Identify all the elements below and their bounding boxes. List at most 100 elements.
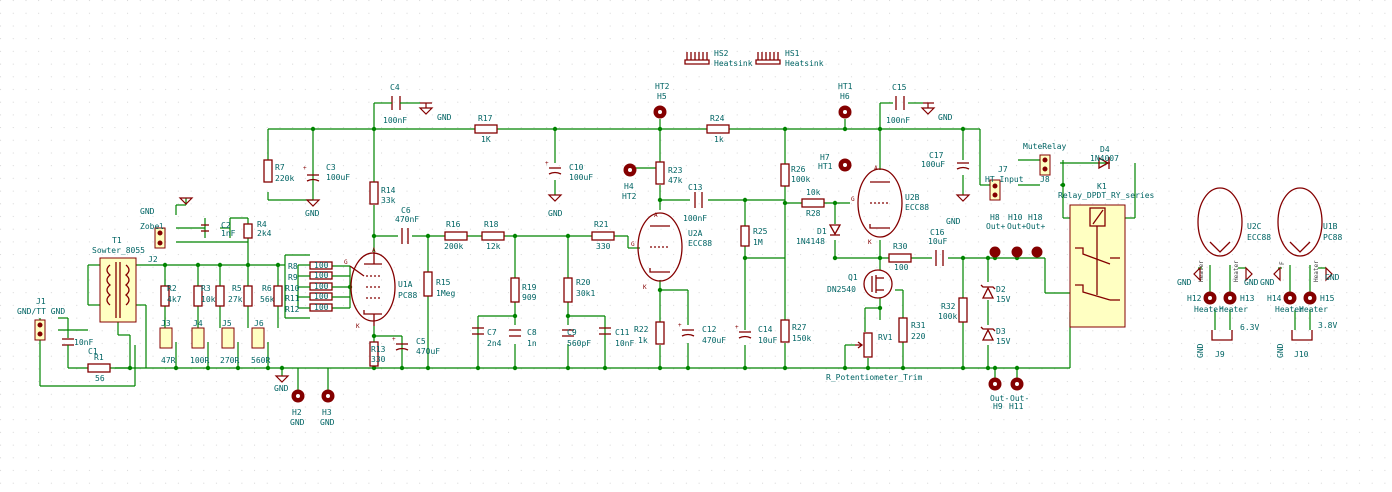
- resistor-r2[interactable]: R2 4k7: [160, 284, 182, 307]
- resistor-r32[interactable]: R32 100k: [938, 297, 968, 323]
- c12-value: 470uF: [702, 336, 726, 345]
- resistor-r15[interactable]: R15 1Meg: [423, 271, 455, 298]
- resistor-r27[interactable]: R27 150k: [780, 319, 811, 343]
- connector-j6[interactable]: J6 560R: [251, 319, 270, 365]
- d3-value: 15V: [996, 337, 1011, 346]
- hole-h12[interactable]: H12: [1187, 291, 1217, 305]
- resistor-r19[interactable]: R19 909: [510, 277, 537, 303]
- capacitor-c13[interactable]: C13 100nF: [683, 183, 707, 223]
- heatsink-hs2[interactable]: HS2 Heatsink: [684, 49, 753, 68]
- capacitor-c8[interactable]: C8 1n: [509, 328, 537, 348]
- connector-j5[interactable]: J5 270R: [220, 319, 239, 365]
- hole-h6[interactable]: HT1 H6: [838, 82, 853, 119]
- resistor-r1[interactable]: R1 56: [87, 353, 111, 383]
- r6-value: 56k: [260, 295, 275, 304]
- tube-u1a[interactable]: A G K U1A PC88: [344, 247, 417, 330]
- resistor-r23[interactable]: R23 47k: [655, 161, 683, 185]
- zener-d3[interactable]: D3 15V: [980, 326, 1011, 346]
- transformer-t1[interactable]: T1 Sowter_8055: [92, 236, 145, 323]
- r32-value: 100k: [938, 312, 957, 321]
- capacitor-c4[interactable]: C4 100nF: [383, 83, 407, 125]
- r21-value: 330: [596, 242, 611, 251]
- capacitor-c7[interactable]: C7 2n4: [472, 327, 502, 348]
- capacitor-c5[interactable]: + C5 470uF: [392, 336, 440, 356]
- hole-h13[interactable]: H13: [1223, 291, 1255, 305]
- connector-j2[interactable]: Zobel J2: [140, 222, 166, 264]
- zener-d2[interactable]: D2 15V: [980, 284, 1011, 304]
- mosfet-q1[interactable]: Q1 DN2540: [827, 269, 893, 299]
- connector-j1[interactable]: J1 GND/TT GND: [17, 297, 65, 341]
- capacitor-c9[interactable]: C9 560pF: [562, 328, 591, 348]
- connector-j7[interactable]: J7 HT Input: [985, 165, 1024, 201]
- resistor-r22[interactable]: R22 1k: [634, 321, 665, 345]
- resistor-r14[interactable]: R14 33k: [369, 181, 396, 205]
- capacitor-c11[interactable]: C11 10nF: [599, 327, 634, 348]
- capacitor-c14[interactable]: + C14 10uF: [735, 324, 777, 345]
- hole-h14[interactable]: H14: [1267, 291, 1297, 305]
- connector-j10[interactable]: J10 3.8V: [1291, 321, 1337, 359]
- r25-ref: R25: [753, 227, 768, 236]
- capacitor-c10[interactable]: + C10 100uF: [545, 160, 593, 182]
- resistor-r31[interactable]: R31 220: [898, 317, 926, 343]
- capacitor-c3[interactable]: + C3 100uF: [303, 163, 350, 182]
- resistor-r20[interactable]: R20 30k1: [563, 277, 595, 303]
- hole-h18[interactable]: H18 Out+: [1026, 213, 1045, 258]
- resistor-r16[interactable]: R16 200k: [444, 220, 468, 251]
- hole-h4[interactable]: H4 HT2: [622, 163, 660, 201]
- connector-j8[interactable]: MuteRelay J8: [1023, 142, 1067, 184]
- hole-h8[interactable]: H8 Out+: [986, 213, 1005, 258]
- resistor-r25[interactable]: R25 1M: [740, 225, 768, 247]
- hole-h7[interactable]: H7 HT1: [818, 153, 852, 172]
- resistor-r30[interactable]: R30 100: [888, 242, 912, 272]
- hole-h15[interactable]: H15: [1303, 291, 1335, 305]
- tube-u1b-heater[interactable]: F Heater U1B PC88: [1277, 187, 1342, 282]
- hole-h10[interactable]: H10 Out+: [1007, 213, 1026, 258]
- relay-k1[interactable]: K1 Relay_DPDT_RY_series: [1058, 182, 1155, 328]
- resistor-r28[interactable]: 10k R28: [801, 188, 825, 218]
- resistor-r5[interactable]: R5 27k: [215, 284, 243, 307]
- potentiometer-rv1[interactable]: RV1 R_Potentiometer_Trim: [826, 332, 923, 382]
- resistor-r13[interactable]: R13 330: [369, 341, 386, 367]
- resistor-r26[interactable]: R26 100k: [780, 163, 810, 187]
- connector-j9[interactable]: J9 6.3V: [1211, 323, 1259, 359]
- hole-h2[interactable]: H2 GND: [290, 368, 305, 427]
- gnd-label-input: GND: [274, 384, 289, 393]
- resistor-r24[interactable]: R24 1k: [706, 114, 730, 144]
- c4-value: 100nF: [383, 116, 407, 125]
- capacitor-c6[interactable]: C6 470nF: [395, 206, 419, 244]
- tube-u2b[interactable]: A G K U2B ECC88: [851, 165, 929, 246]
- u1b-ref: U1B: [1323, 222, 1338, 231]
- heatsink-hs1[interactable]: HS1 Heatsink: [755, 49, 824, 68]
- diode-d1[interactable]: D1 1N4148: [796, 224, 842, 246]
- t1-ref: T1: [112, 236, 122, 245]
- u1a-pin-g: G: [344, 259, 348, 266]
- capacitor-c15[interactable]: C15 100nF: [886, 83, 910, 125]
- connector-j4[interactable]: J4 100R: [190, 319, 209, 365]
- hole-h5[interactable]: HT2 H5: [653, 82, 670, 119]
- q1-value: DN2540: [827, 285, 856, 294]
- d3-ref: D3: [996, 327, 1006, 336]
- resistor-r21[interactable]: R21 330: [591, 220, 615, 251]
- resistor-r17[interactable]: R17 1K: [474, 114, 498, 144]
- hole-h9[interactable]: Out- H9: [988, 377, 1009, 411]
- resistor-r7[interactable]: R7 220k: [263, 159, 294, 183]
- connector-j3[interactable]: J3 47R: [159, 319, 176, 365]
- resistor-r3[interactable]: R3 10k: [193, 284, 216, 307]
- r12-value: 100: [314, 303, 329, 312]
- resistor-bank-r8-r12[interactable]: R8 R9 R10 R11 R12 100 100 100 100 100: [285, 261, 350, 314]
- d2-ref: D2: [996, 285, 1006, 294]
- capacitor-c2[interactable]: C2 1nF: [201, 221, 236, 238]
- hole-h3[interactable]: H3 GND: [320, 368, 335, 427]
- diode-d4[interactable]: D4 1N4007: [1090, 145, 1119, 170]
- resistor-r18[interactable]: R18 12k: [481, 220, 505, 251]
- h8-net: Out+: [986, 222, 1005, 231]
- tube-u2a[interactable]: A G K U2A ECC88: [631, 212, 712, 291]
- capacitor-c12[interactable]: + C12 470uF: [678, 322, 726, 345]
- tube-u2c-heater[interactable]: Heater Heater U2C ECC88: [1197, 187, 1271, 282]
- resistor-r4[interactable]: R4 2k4: [243, 220, 272, 239]
- capacitor-c17[interactable]: C17 100uF: [921, 151, 970, 170]
- capacitor-c16[interactable]: C16 10uF: [928, 228, 947, 266]
- hole-h11[interactable]: Out- H11: [1009, 377, 1029, 411]
- capacitor-c1[interactable]: 10nF C1: [62, 338, 98, 356]
- resistor-r6[interactable]: R6 56k: [243, 284, 275, 307]
